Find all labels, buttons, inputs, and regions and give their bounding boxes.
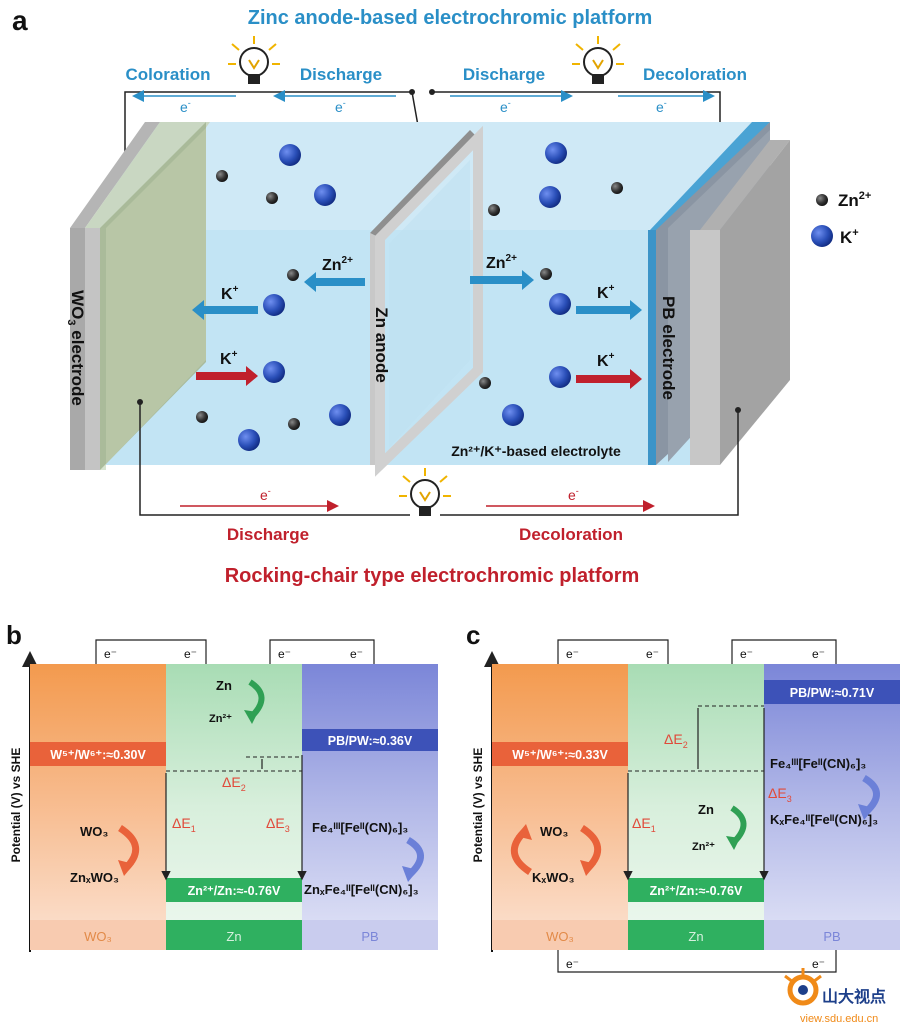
label-zn: Zn <box>698 802 714 817</box>
electron-label: e- <box>500 98 511 115</box>
level-zn: Zn²⁺/Zn:≈-0.76V <box>188 884 281 898</box>
panel-letter-a: a <box>12 5 28 36</box>
delta-e2: ΔE2 <box>664 731 688 750</box>
electron-label: e⁻ <box>350 647 363 661</box>
level-pb: PB/PW:≈0.71V <box>790 686 875 700</box>
electron-label: e⁻ <box>812 647 825 661</box>
label-coloration: Coloration <box>126 65 211 84</box>
electron-label: e⁻ <box>812 957 825 971</box>
col-label-pb: PB <box>823 929 840 944</box>
legend-zn-ion <box>816 194 828 206</box>
label-pb-electrode: PB electrode <box>659 296 678 400</box>
label-pb-red: KₓFe₄ᴵᴵ[Feᴵᴵ(CN)₆]₃ <box>770 812 878 827</box>
delta-e2: ΔE2 <box>222 774 246 793</box>
bulb-icon <box>572 36 624 84</box>
ion-arrows <box>192 270 642 389</box>
electron-label: e- <box>568 486 579 503</box>
level-zn: Zn²⁺/Zn:≈-0.76V <box>650 884 743 898</box>
arrow-label-k: K+ <box>597 351 615 370</box>
watermark-logo-icon <box>784 968 822 1006</box>
col-label-wo3: WO₃ <box>84 929 112 944</box>
col-label-pb: PB <box>361 929 378 944</box>
delta-e3: ΔE3 <box>768 785 792 804</box>
col-label-zn: Zn <box>688 929 703 944</box>
label-wo3: WO₃ <box>540 824 568 839</box>
label-wo3-electrode: WO3 electrode <box>65 290 87 406</box>
arrow-label-zn: Zn2+ <box>486 253 517 272</box>
y-axis-label: Potential (V) vs SHE <box>9 748 23 863</box>
label-znxwo3: ZnₓWO₃ <box>70 870 119 885</box>
bulb-icon <box>228 36 280 84</box>
col-label-wo3: WO₃ <box>546 929 574 944</box>
label-zn2: Zn²⁺ <box>692 841 715 853</box>
arrow-label-k: K+ <box>220 349 238 368</box>
label-wo3: WO₃ <box>80 824 108 839</box>
label-decoloration-bottom: Decoloration <box>519 525 623 544</box>
arrow-label-k: K+ <box>221 284 239 303</box>
level-wo3: W⁵⁺/W⁶⁺:≈0.30V <box>50 748 146 762</box>
electron-label: e- <box>335 98 346 115</box>
label-zn2: Zn²⁺ <box>209 713 232 725</box>
electron-label: e- <box>260 486 271 503</box>
electron-label: e- <box>180 98 191 115</box>
ion-legend: Zn2+ K+ <box>811 190 871 247</box>
panel-letter-b: b <box>6 620 22 650</box>
bottom-circuit <box>139 400 739 516</box>
panel-c: c Potential (V) vs SHE WO₃ Zn PB e⁻ e⁻ e… <box>466 620 900 973</box>
electron-label: e⁻ <box>740 647 753 661</box>
delta-e1: ΔE1 <box>172 815 196 834</box>
label-kxwo3: KₓWO₃ <box>532 870 575 885</box>
legend-k-ion <box>811 225 833 247</box>
electron-label: e⁻ <box>184 647 197 661</box>
panel-a: a Zinc anode-based electrochromic platfo… <box>12 5 871 587</box>
watermark-text: 山大视点 <box>822 987 886 1006</box>
label-electrolyte: Zn²⁺/K⁺-based electrolyte <box>451 443 621 459</box>
electron-label: e- <box>656 98 667 115</box>
level-wo3: W⁵⁺/W⁶⁺:≈0.33V <box>512 748 608 762</box>
watermark: 山大视点 view.sdu.edu.cn <box>784 968 886 1025</box>
label-decoloration-top: Decoloration <box>643 65 747 84</box>
electron-label: e⁻ <box>104 647 117 661</box>
legend-k-label: K+ <box>840 227 859 247</box>
electron-label: e⁻ <box>646 647 659 661</box>
label-discharge-bottom: Discharge <box>227 525 309 544</box>
bulb-icon <box>399 468 451 516</box>
label-pb-red: ZnₓFe₄ᴵᴵ[Feᴵᴵ(CN)₆]₃ <box>304 882 419 897</box>
electron-label: e⁻ <box>278 647 291 661</box>
delta-e1: ΔE1 <box>632 815 656 834</box>
electron-label: e⁻ <box>566 647 579 661</box>
arrow-label-zn: Zn2+ <box>322 255 353 274</box>
level-pb: PB/PW:≈0.36V <box>328 734 413 748</box>
label-pb-ox: Fe₄ᴵᴵᴵ[Feᴵᴵ(CN)₆]₃ <box>312 820 408 835</box>
label-discharge-right: Discharge <box>463 65 545 84</box>
panel-letter-c: c <box>466 620 480 650</box>
y-axis-label: Potential (V) vs SHE <box>471 748 485 863</box>
delta-e3: ΔE3 <box>266 815 290 834</box>
watermark-url: view.sdu.edu.cn <box>800 1013 878 1025</box>
panel-b: b Potential (V) vs SHE WO₃ Zn PB e⁻ e⁻ e… <box>6 620 438 952</box>
legend-zn-label: Zn2+ <box>838 190 871 210</box>
electrochromic-cell <box>70 122 790 477</box>
label-discharge-left: Discharge <box>300 65 382 84</box>
title-zinc-platform: Zinc anode-based electrochromic platform <box>248 7 653 29</box>
title-rocking-chair-platform: Rocking-chair type electrochromic platfo… <box>225 565 640 587</box>
col-label-zn: Zn <box>226 929 241 944</box>
ion-particles <box>196 142 623 451</box>
arrow-label-k: K+ <box>597 283 615 302</box>
electron-label: e⁻ <box>566 957 579 971</box>
label-zn-anode: Zn anode <box>372 307 391 383</box>
label-zn: Zn <box>216 678 232 693</box>
label-pb-ox: Fe₄ᴵᴵᴵ[Feᴵᴵ(CN)₆]₃ <box>770 756 866 771</box>
